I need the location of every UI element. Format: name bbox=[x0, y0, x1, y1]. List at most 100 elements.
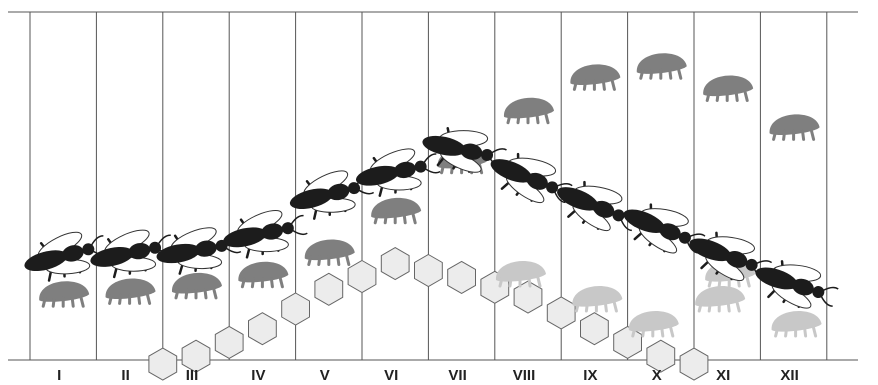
month-label-IX: IX bbox=[583, 367, 597, 384]
bee-antenna bbox=[423, 154, 438, 163]
bee-antenna bbox=[290, 215, 305, 224]
mite-leg bbox=[338, 257, 339, 265]
varroa-mite-series bbox=[39, 53, 821, 336]
mite-VI bbox=[371, 198, 421, 223]
mite-leg bbox=[43, 298, 45, 306]
brood-cell bbox=[249, 313, 277, 345]
brood-cell bbox=[348, 261, 376, 293]
brood-cell bbox=[315, 273, 343, 305]
month-grid bbox=[8, 12, 858, 360]
brood-cell bbox=[282, 293, 310, 325]
mite-leg bbox=[81, 298, 83, 306]
mite-leg bbox=[651, 70, 652, 78]
mite-leg bbox=[586, 303, 587, 311]
month-label-III: III bbox=[186, 367, 199, 384]
mite-leg bbox=[786, 328, 787, 336]
mite-leg bbox=[546, 115, 548, 123]
brood-cell bbox=[547, 297, 575, 329]
mite-leg bbox=[538, 278, 540, 286]
mite-leg bbox=[309, 257, 311, 265]
month-label-VII: VII bbox=[448, 367, 466, 384]
mite-leg bbox=[584, 81, 585, 89]
month-label-VI: VI bbox=[384, 367, 398, 384]
mite-leg bbox=[120, 295, 121, 303]
mite-leg bbox=[72, 298, 73, 306]
mite-II bbox=[106, 278, 156, 303]
mite-V bbox=[305, 240, 355, 265]
mite-leg bbox=[719, 278, 720, 286]
mite-leg bbox=[508, 115, 510, 123]
mite-leg bbox=[805, 328, 806, 336]
mite-leg bbox=[670, 70, 671, 78]
mite-leg bbox=[518, 115, 519, 123]
mite-leg bbox=[662, 328, 663, 336]
mite-leg bbox=[641, 70, 643, 78]
mite-leg bbox=[280, 279, 282, 287]
mite-leg bbox=[442, 165, 444, 173]
mite-X bbox=[637, 53, 687, 78]
month-label-XII: XII bbox=[780, 367, 798, 384]
mite-leg bbox=[214, 290, 216, 298]
mite-leg bbox=[139, 295, 140, 303]
mite-XII bbox=[770, 114, 820, 139]
faded-mite bbox=[772, 311, 822, 336]
mite-leg bbox=[319, 257, 320, 265]
mite-leg bbox=[537, 115, 538, 123]
brood-cell bbox=[514, 281, 542, 313]
bee-antenna bbox=[492, 147, 507, 156]
bee-IX bbox=[549, 168, 644, 243]
mite-XI bbox=[703, 76, 753, 101]
mite-leg bbox=[812, 131, 814, 139]
bee-XII bbox=[748, 249, 842, 320]
bee-IV bbox=[218, 201, 310, 264]
mite-III bbox=[172, 273, 222, 298]
mite-leg bbox=[614, 303, 616, 311]
brood-cell bbox=[215, 326, 243, 358]
mite-IV bbox=[238, 262, 288, 287]
mite-leg bbox=[242, 279, 244, 287]
mite-leg bbox=[736, 92, 737, 100]
mite-leg bbox=[574, 81, 576, 89]
bee-VIII bbox=[482, 140, 577, 215]
month-label-V: V bbox=[320, 367, 330, 384]
bee-antenna bbox=[157, 235, 172, 244]
mite-leg bbox=[500, 278, 502, 286]
faded-mite bbox=[572, 286, 622, 311]
bee-antenna bbox=[823, 284, 838, 294]
mite-leg bbox=[633, 328, 635, 336]
mite-leg bbox=[784, 131, 785, 139]
bee-antenna bbox=[756, 257, 771, 268]
mite-leg bbox=[404, 215, 405, 223]
mite-leg bbox=[643, 328, 644, 336]
brood-cell bbox=[448, 261, 476, 293]
bee-antenna bbox=[292, 227, 307, 236]
mite-leg bbox=[814, 328, 816, 336]
mite-leg bbox=[110, 295, 112, 303]
mite-leg bbox=[709, 278, 711, 286]
bee-antenna bbox=[425, 166, 440, 175]
month-label-X: X bbox=[652, 367, 662, 384]
mite-leg bbox=[347, 257, 349, 265]
mite-leg bbox=[737, 303, 739, 311]
mite-leg bbox=[252, 279, 253, 287]
mite-leg bbox=[510, 278, 511, 286]
mite-leg bbox=[375, 215, 377, 223]
mite-leg bbox=[776, 328, 778, 336]
mite-leg bbox=[53, 298, 54, 306]
mite-leg bbox=[605, 303, 606, 311]
mite-leg bbox=[271, 279, 272, 287]
mite-leg bbox=[671, 328, 673, 336]
mite-IX bbox=[570, 64, 620, 89]
mite-leg bbox=[186, 290, 187, 298]
mite-leg bbox=[728, 303, 729, 311]
mite-leg bbox=[612, 81, 614, 89]
brood-cell bbox=[581, 313, 609, 345]
mite-leg bbox=[707, 92, 709, 100]
bee-antenna bbox=[90, 236, 105, 246]
month-label-II: II bbox=[121, 367, 129, 384]
mite-leg bbox=[385, 215, 386, 223]
month-label-XI: XI bbox=[716, 367, 730, 384]
month-label-IV: IV bbox=[251, 367, 265, 384]
mite-leg bbox=[774, 131, 776, 139]
